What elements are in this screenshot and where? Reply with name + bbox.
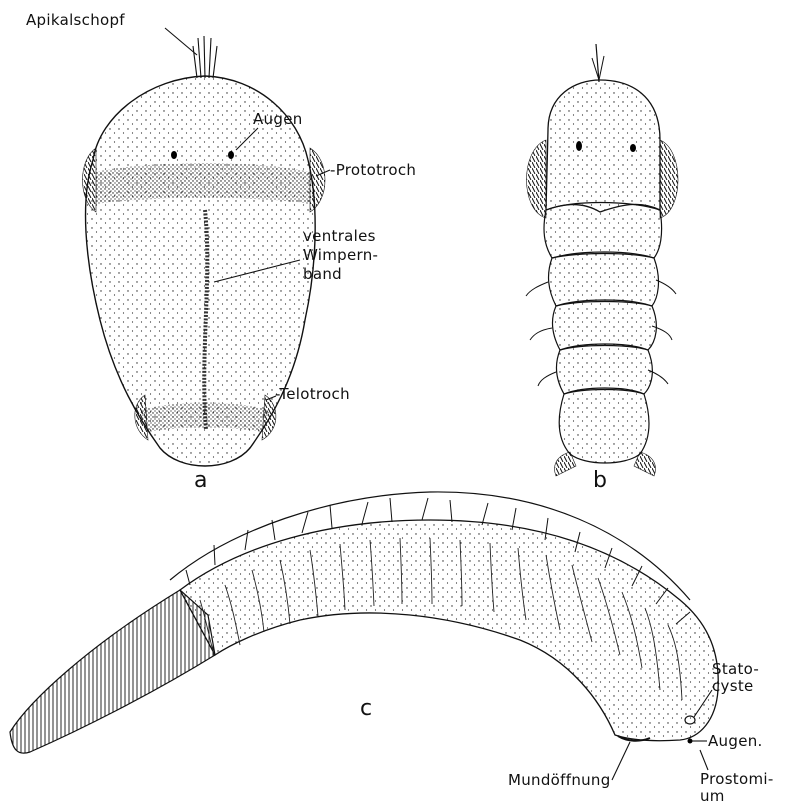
- label-prostomium-1: Prostomi-: [700, 771, 774, 788]
- label-mouth: Mundöffnung: [508, 772, 611, 789]
- eye-c: [688, 739, 693, 744]
- larva-b-head: [546, 80, 660, 212]
- eye-b-right: [630, 144, 636, 152]
- larva-b-head-cilia-right: [660, 140, 678, 218]
- worm-c-body: [180, 520, 718, 741]
- label-ventral-band-3: band: [303, 266, 342, 283]
- eye-b-left: [576, 141, 582, 151]
- leader-apical: [165, 28, 197, 55]
- leader-prostomium: [700, 750, 708, 770]
- prototroch-band: [96, 163, 310, 204]
- eye-a-right: [228, 151, 234, 159]
- larva-b-segments: [544, 203, 662, 464]
- prototroch-cilia-left: [83, 148, 97, 212]
- panel-label-a: a: [194, 472, 208, 489]
- label-ventral-band-1: ventrales: [303, 228, 376, 245]
- panel-label-b: b: [593, 472, 607, 489]
- label-ventral-band-2: Wimpern-: [303, 247, 378, 264]
- label-eyes-a: Augen: [253, 111, 303, 128]
- label-prostomium-2: um: [700, 788, 725, 805]
- label-eyes-c: Augen.: [708, 733, 763, 750]
- label-apical-tuft: Apikalschopf: [26, 12, 125, 29]
- worm-c-tail: [10, 590, 215, 753]
- larva-b: [526, 44, 678, 476]
- panel-label-c: c: [360, 700, 372, 717]
- label-prototroch: -Prototroch: [330, 162, 416, 179]
- eye-a-left: [171, 151, 177, 159]
- prototroch-cilia-right: [310, 148, 325, 212]
- worm-c: [10, 492, 718, 780]
- label-statocyst-1: Stato-: [712, 661, 759, 678]
- label-statocyst-2: cyste: [712, 678, 754, 695]
- larva-b-head-cilia-left: [527, 140, 547, 218]
- label-telotroch: -Telotroch: [275, 386, 350, 403]
- apical-tuft: [193, 36, 217, 78]
- leader-mouth: [612, 742, 630, 780]
